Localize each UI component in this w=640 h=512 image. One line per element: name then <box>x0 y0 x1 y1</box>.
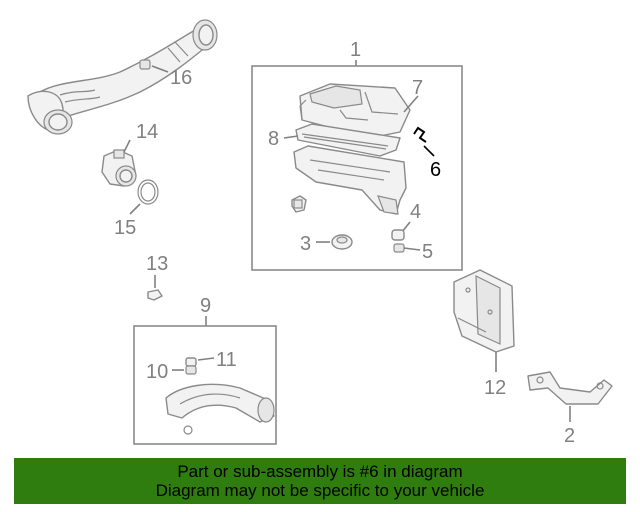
sensor-drawing <box>101 149 137 187</box>
callout-4: 4 <box>410 201 421 223</box>
leader-5 <box>403 247 421 251</box>
clip-small-drawing <box>185 357 197 375</box>
callout-6: 6 <box>430 159 441 181</box>
callout-11: 11 <box>216 349 237 371</box>
leader-8 <box>283 135 299 139</box>
notice-banner: Part or sub-assembly is #6 in diagram Di… <box>14 458 626 504</box>
leader-14 <box>123 139 131 153</box>
callout-12: 12 <box>484 377 506 399</box>
air-filter-drawing <box>295 123 401 157</box>
assembly-box-1 <box>251 65 463 271</box>
o-ring-drawing <box>137 179 159 205</box>
notice-line-disclaimer: Diagram may not be specific to your vehi… <box>155 481 485 500</box>
air-cleaner-cover-drawing <box>299 83 411 139</box>
leader-15 <box>129 203 141 215</box>
callout-13: 13 <box>146 253 168 275</box>
leader-6 <box>423 145 435 157</box>
callout-9: 9 <box>200 295 211 317</box>
parts-diagram: 16 14 15 13 1 7 8 <box>27 19 613 447</box>
support-bracket-drawing <box>527 371 613 405</box>
bushing-drawing <box>391 229 405 253</box>
plug-drawing <box>147 289 163 301</box>
intake-hose-drawing <box>27 19 218 135</box>
leader-7 <box>403 95 419 113</box>
grommet-drawing <box>291 195 307 213</box>
callout-16: 16 <box>170 67 192 89</box>
callout-7: 7 <box>412 77 423 99</box>
callout-2: 2 <box>564 425 575 447</box>
clip-drawing <box>413 126 427 143</box>
assembly-box-9 <box>133 325 277 445</box>
mounting-bracket-drawing <box>453 269 515 353</box>
callout-3: 3 <box>300 233 311 255</box>
callout-10: 10 <box>146 361 168 383</box>
leader-11 <box>197 357 215 361</box>
leader-16 <box>151 65 169 73</box>
callout-1: 1 <box>350 39 361 61</box>
notice-line-part: Part or sub-assembly is #6 in diagram <box>177 462 463 481</box>
mount-drawing <box>331 234 353 250</box>
callout-15: 15 <box>114 217 136 239</box>
lower-housing-drawing <box>293 145 407 215</box>
intake-duct-drawing <box>165 383 275 435</box>
callout-8: 8 <box>268 128 279 150</box>
callout-14: 14 <box>136 121 158 143</box>
callout-5: 5 <box>422 241 433 263</box>
